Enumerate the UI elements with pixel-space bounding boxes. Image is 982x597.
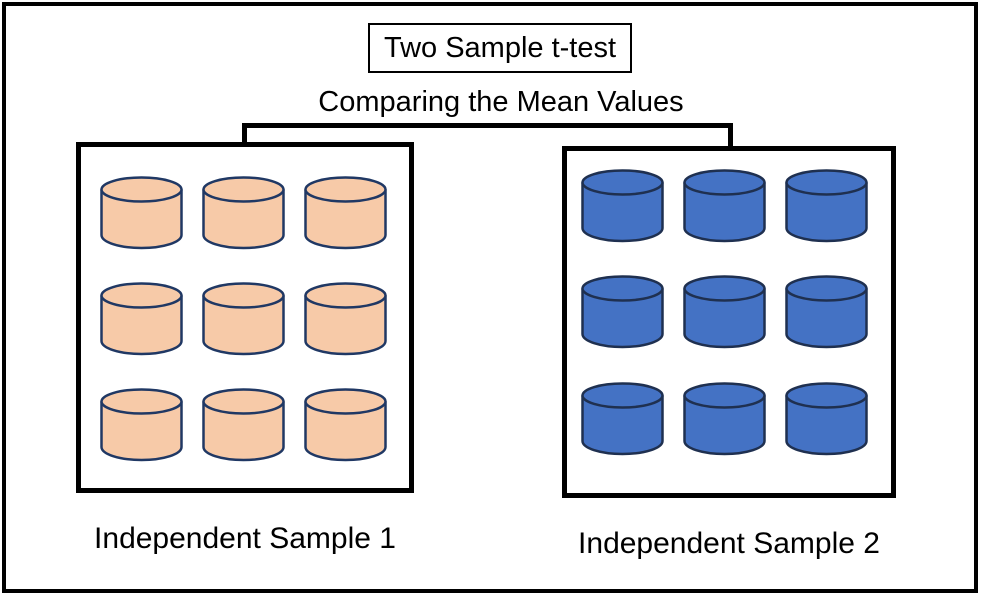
sample1-box bbox=[76, 142, 414, 493]
database-cylinder-icon bbox=[304, 388, 387, 462]
database-cylinder-icon bbox=[202, 388, 285, 462]
bracket-connector-line bbox=[242, 123, 733, 128]
database-cylinder-icon bbox=[581, 381, 664, 455]
database-cylinder-icon bbox=[785, 381, 868, 455]
database-cylinder-icon bbox=[683, 169, 766, 243]
bracket-right-tick bbox=[728, 123, 733, 148]
sample2-label: Independent Sample 2 bbox=[578, 527, 880, 560]
sample1-label: Independent Sample 1 bbox=[94, 522, 396, 555]
database-cylinder-icon bbox=[683, 381, 766, 455]
database-cylinder-icon bbox=[683, 275, 766, 349]
database-cylinder-icon bbox=[100, 388, 183, 462]
database-cylinder-icon bbox=[581, 169, 664, 243]
sample2-box bbox=[562, 146, 896, 498]
database-cylinder-icon bbox=[100, 176, 183, 250]
diagram-title: Two Sample t-test bbox=[383, 31, 617, 64]
database-cylinder-icon bbox=[202, 282, 285, 356]
database-cylinder-icon bbox=[202, 176, 285, 250]
database-cylinder-icon bbox=[304, 176, 387, 250]
diagram-subtitle: Comparing the Mean Values bbox=[318, 86, 684, 118]
database-cylinder-icon bbox=[100, 282, 183, 356]
database-cylinder-icon bbox=[785, 275, 868, 349]
sample2-cylinder-grid bbox=[567, 151, 891, 493]
bracket-left-tick bbox=[242, 123, 247, 144]
database-cylinder-icon bbox=[304, 282, 387, 356]
database-cylinder-icon bbox=[785, 169, 868, 243]
sample1-cylinder-grid bbox=[81, 147, 409, 488]
title-box: Two Sample t-test bbox=[368, 23, 632, 73]
database-cylinder-icon bbox=[581, 275, 664, 349]
